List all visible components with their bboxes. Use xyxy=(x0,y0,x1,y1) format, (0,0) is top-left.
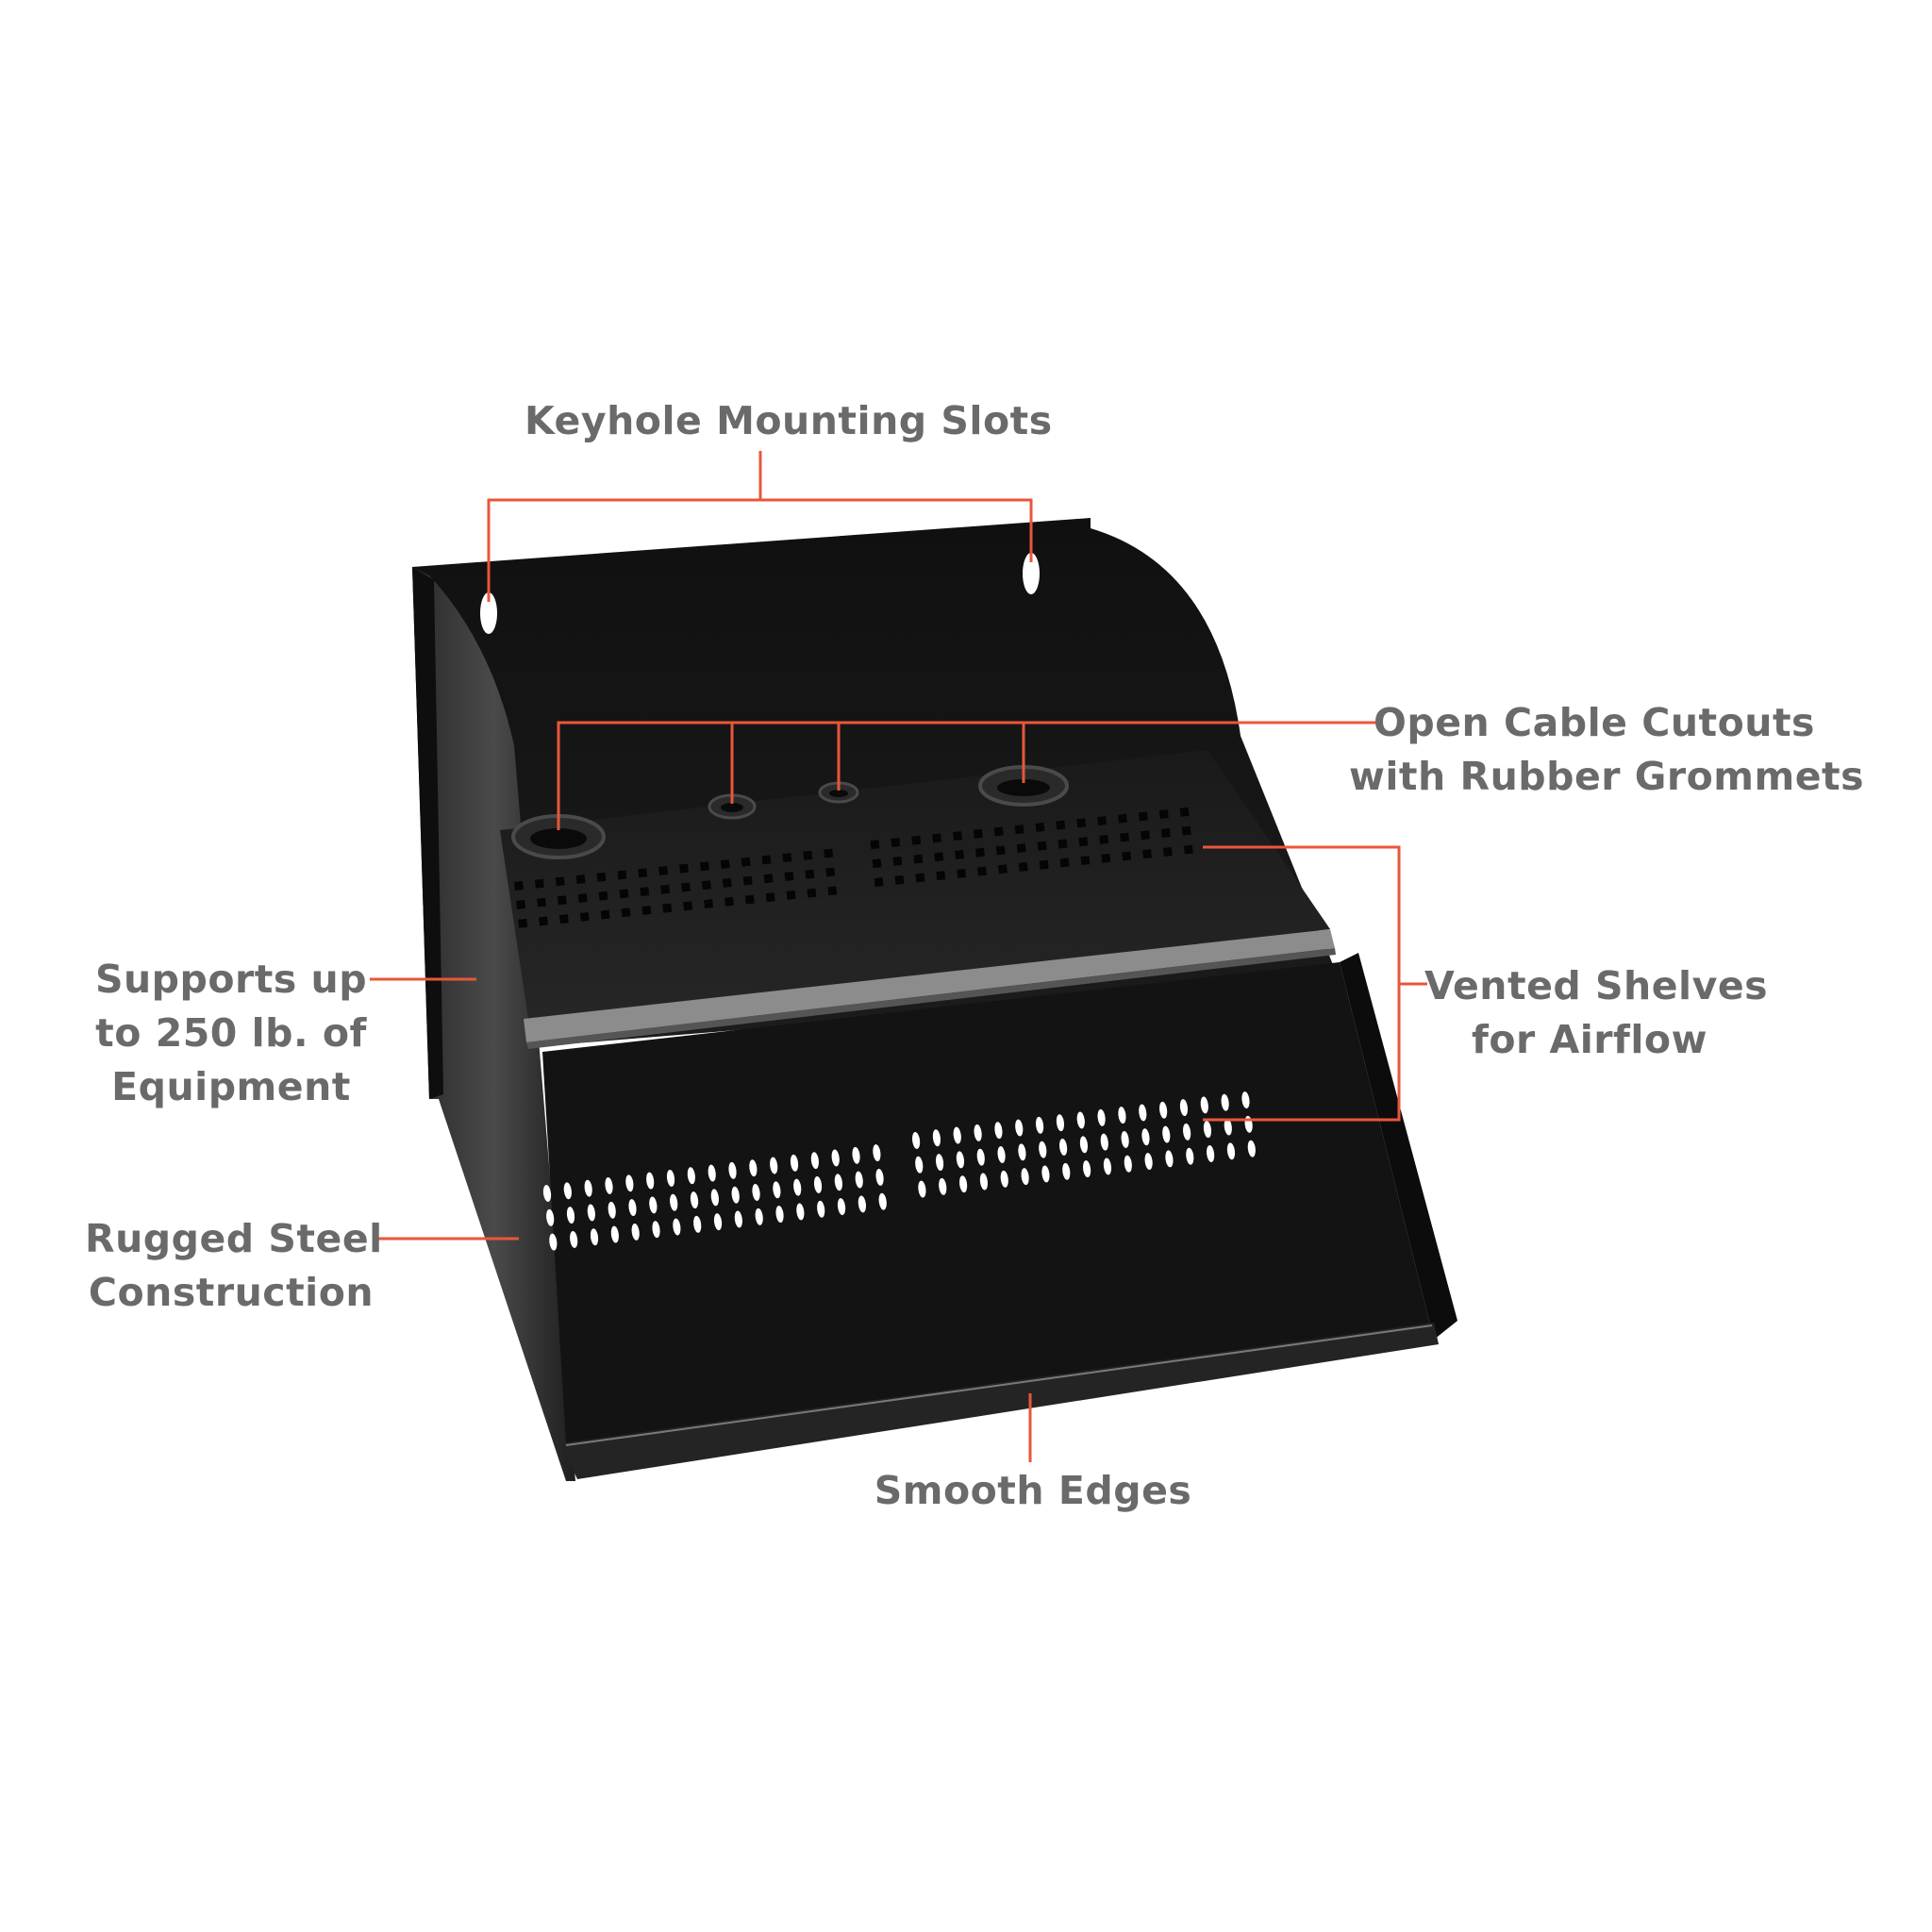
callout-supports-line1: Supports up xyxy=(94,957,368,1002)
lower-shelf-vents xyxy=(542,1091,1257,1252)
callout-vented-line2: for Airflow xyxy=(1472,1017,1707,1062)
callout-smooth-label: Smooth Edges xyxy=(874,1468,1192,1513)
callout-supports-label: Supports up to 250 lb. of Equipment xyxy=(85,953,377,1114)
callout-keyhole-label: Keyhole Mounting Slots xyxy=(525,398,1053,443)
callout-supports-line3: Equipment xyxy=(111,1064,351,1109)
keyhole-slot-left xyxy=(480,592,497,634)
callout-lines xyxy=(370,451,1427,1462)
callout-cable-label: Open Cable Cutouts with Rubber Grommets xyxy=(1349,696,1865,804)
grommet-large-right xyxy=(978,765,1069,807)
callout-supports-line2: to 250 lb. of xyxy=(95,1010,367,1056)
callout-vented-label: Vented Shelves for Airflow xyxy=(1424,959,1769,1067)
keyhole-slot-right xyxy=(1023,553,1040,594)
callout-cable-line2: with Rubber Grommets xyxy=(1349,754,1865,799)
callout-rugged-line1: Rugged Steel xyxy=(85,1216,383,1261)
callout-rugged-label: Rugged Steel Construction xyxy=(85,1212,383,1320)
callout-vented-line1: Vented Shelves xyxy=(1424,963,1769,1008)
grommet-large-left xyxy=(511,814,606,859)
callout-line-cable xyxy=(557,721,1382,830)
upper-shelf-vents xyxy=(514,807,1193,928)
lower-shelf xyxy=(542,953,1457,1479)
callout-rugged-line2: Construction xyxy=(88,1270,375,1315)
left-side-panel xyxy=(412,567,575,1481)
callout-cable-line1: Open Cable Cutouts xyxy=(1374,700,1815,745)
